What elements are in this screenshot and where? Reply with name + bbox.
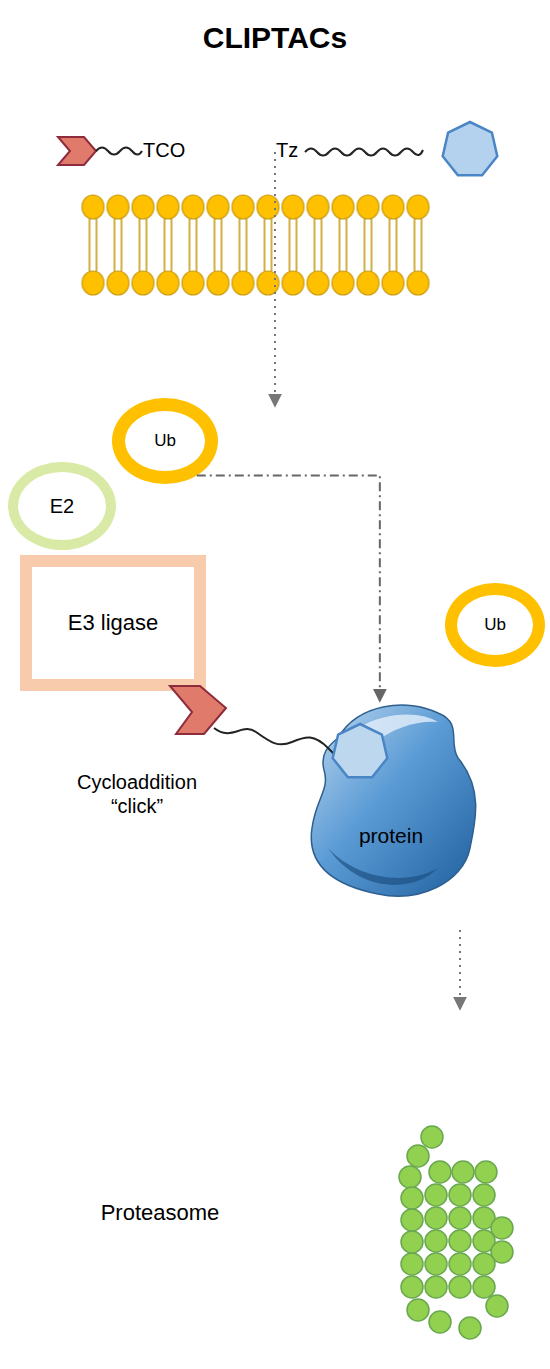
e3-ligase-box: E3 ligase: [20, 555, 206, 691]
ubiquitin-ring: Ub: [112, 398, 218, 484]
protein-shadow: [328, 848, 438, 885]
protein-outline: [311, 705, 475, 896]
ubiquitin-transfer-connector: [197, 475, 380, 700]
node-text: Ub: [154, 432, 176, 451]
node-text: E2: [50, 495, 74, 517]
e3-ligand-chevron: [170, 686, 226, 734]
reactive-group-label: TCO: [143, 138, 213, 162]
e2-enzyme: E2: [8, 462, 116, 550]
linker-line: [214, 728, 334, 754]
protein-highlight: [358, 714, 438, 742]
target-ligand-heptagon: [333, 724, 388, 777]
linker-line: [96, 148, 142, 155]
reactive-group-label: Tz: [276, 138, 316, 162]
node-text: E3 ligase: [68, 611, 159, 635]
node-text: Ub: [484, 616, 506, 635]
target-ligand-heptagon: [443, 122, 498, 175]
proteasome-symbol: [399, 1126, 513, 1339]
reaction-label: Cycloaddition “click”: [62, 770, 212, 818]
linker-line: [305, 149, 423, 156]
node-text: protein: [359, 824, 423, 847]
degradation-arrow: [459, 930, 461, 1008]
e3-ligand-chevron: [58, 137, 96, 165]
proteasome-label: Proteasome: [80, 1200, 240, 1226]
ubiquitin-ring: Ub: [445, 583, 545, 667]
protein-blob: protein: [298, 698, 484, 904]
protein-shape: [298, 698, 484, 904]
entry-arrow: [274, 152, 276, 405]
lipid-bilayer: [81, 193, 431, 297]
diagram-title: CLIPTACs: [0, 20, 550, 56]
